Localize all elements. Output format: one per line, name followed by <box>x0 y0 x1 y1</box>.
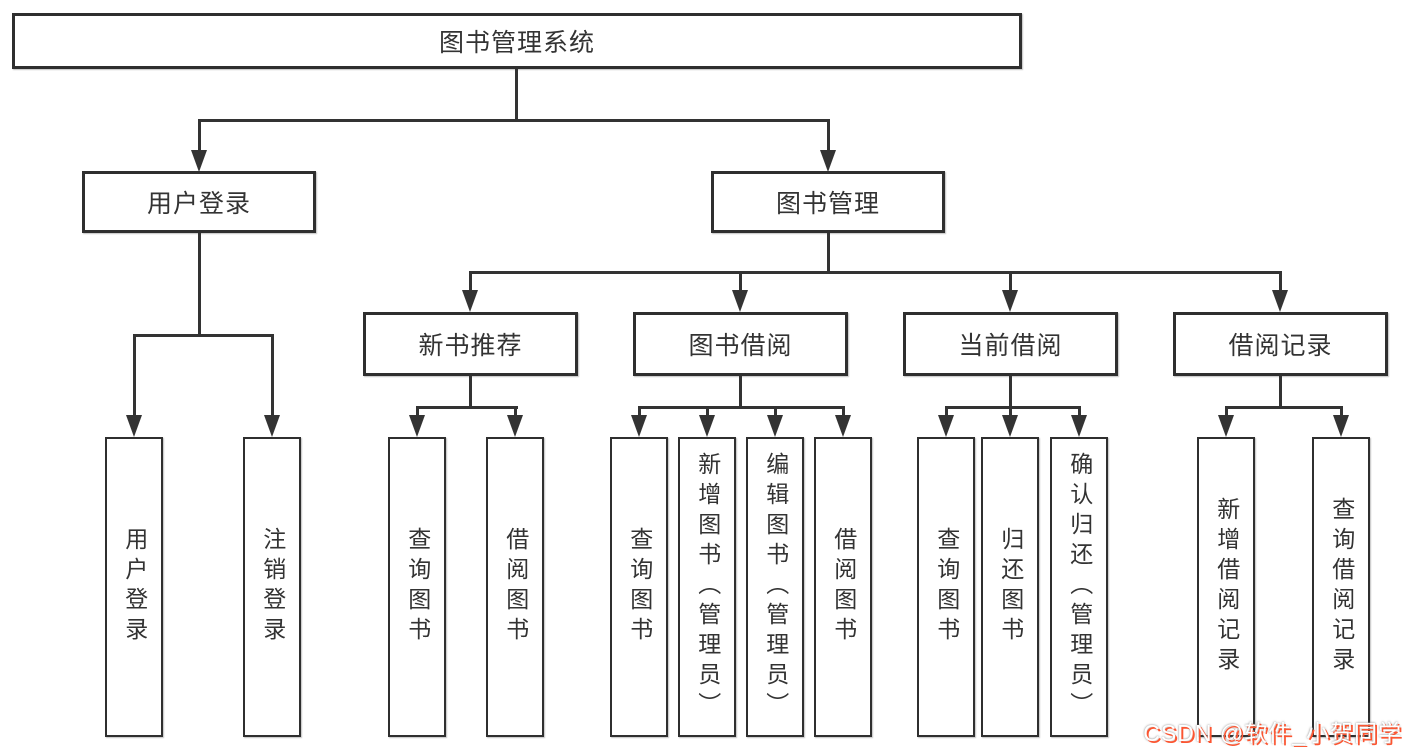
connector-line <box>774 406 777 417</box>
connector-line <box>416 406 518 409</box>
leaf-query-borrow-record: 查询借阅记录 <box>1312 437 1370 737</box>
arrow-down-icon <box>767 415 783 437</box>
connector-line <box>1009 376 1012 408</box>
arrow-down-icon <box>126 415 142 437</box>
leaf-edit-book-admin: 编辑图书（管理员） <box>746 437 804 737</box>
leaf-add-book-admin: 新增图书（管理员） <box>678 437 736 737</box>
connector-line <box>1340 406 1343 417</box>
connector-line <box>739 376 742 408</box>
connector-line <box>739 271 742 292</box>
connector-line <box>706 406 709 417</box>
connector-line <box>469 271 1282 274</box>
arrow-down-icon <box>938 415 954 437</box>
leaf-user-login: 用户登录 <box>105 437 163 737</box>
leaf-return-book: 归还图书 <box>981 437 1039 737</box>
arrow-down-icon <box>732 290 748 312</box>
node-user-login: 用户登录 <box>82 171 316 233</box>
connector-line <box>1225 406 1343 409</box>
leaf-borrow-book-recommend: 借阅图书 <box>486 437 544 737</box>
connector-line <box>827 233 830 273</box>
arrow-down-icon <box>1071 415 1087 437</box>
arrow-down-icon <box>699 415 715 437</box>
connector-line <box>842 406 845 417</box>
connector-line <box>198 233 201 336</box>
arrow-down-icon <box>409 415 425 437</box>
connector-line <box>271 334 274 417</box>
leaf-borrow-book: 借阅图书 <box>814 437 872 737</box>
arrow-down-icon <box>191 150 207 172</box>
arrow-down-icon <box>1272 290 1288 312</box>
node-new-book-recommend: 新书推荐 <box>363 312 578 376</box>
arrow-down-icon <box>631 415 647 437</box>
connector-line <box>1078 406 1081 417</box>
arrow-down-icon <box>835 415 851 437</box>
connector-line <box>133 334 274 337</box>
arrow-down-icon <box>1002 415 1018 437</box>
connector-line <box>133 334 136 417</box>
connector-line <box>1225 406 1228 417</box>
leaf-query-book-recommend: 查询图书 <box>388 437 446 737</box>
leaf-logout: 注销登录 <box>243 437 301 737</box>
connector-line <box>638 406 845 409</box>
connector-line <box>1279 376 1282 408</box>
node-book-borrow: 图书借阅 <box>633 312 848 376</box>
arrow-down-icon <box>462 290 478 312</box>
arrow-down-icon <box>264 415 280 437</box>
connector-line <box>1009 271 1012 292</box>
leaf-query-book-current: 查询图书 <box>917 437 975 737</box>
watermark: CSDN @软件_小贺同学 <box>1143 720 1402 746</box>
connector-line <box>1279 271 1282 292</box>
node-borrow-records: 借阅记录 <box>1173 312 1388 376</box>
connector-line <box>945 406 948 417</box>
node-book-management: 图书管理 <box>711 171 945 233</box>
connector-line <box>198 119 201 152</box>
connector-line <box>469 271 472 292</box>
connector-line <box>198 119 830 122</box>
connector-line <box>638 406 641 417</box>
arrow-down-icon <box>1002 290 1018 312</box>
leaf-add-borrow-record: 新增借阅记录 <box>1197 437 1255 737</box>
arrow-down-icon <box>1218 415 1234 437</box>
connector-line <box>1009 406 1012 417</box>
node-current-borrow: 当前借阅 <box>903 312 1118 376</box>
arrow-down-icon <box>820 150 836 172</box>
leaf-confirm-return-admin: 确认归还（管理员） <box>1050 437 1108 737</box>
connector-line <box>515 69 518 120</box>
arrow-down-icon <box>507 415 523 437</box>
connector-line <box>827 119 830 152</box>
connector-line <box>945 406 1081 409</box>
connector-line <box>416 406 419 417</box>
arrow-down-icon <box>1333 415 1349 437</box>
connector-line <box>514 406 517 417</box>
leaf-query-book-borrow: 查询图书 <box>610 437 668 737</box>
connector-line <box>469 376 472 408</box>
node-root: 图书管理系统 <box>12 13 1022 69</box>
